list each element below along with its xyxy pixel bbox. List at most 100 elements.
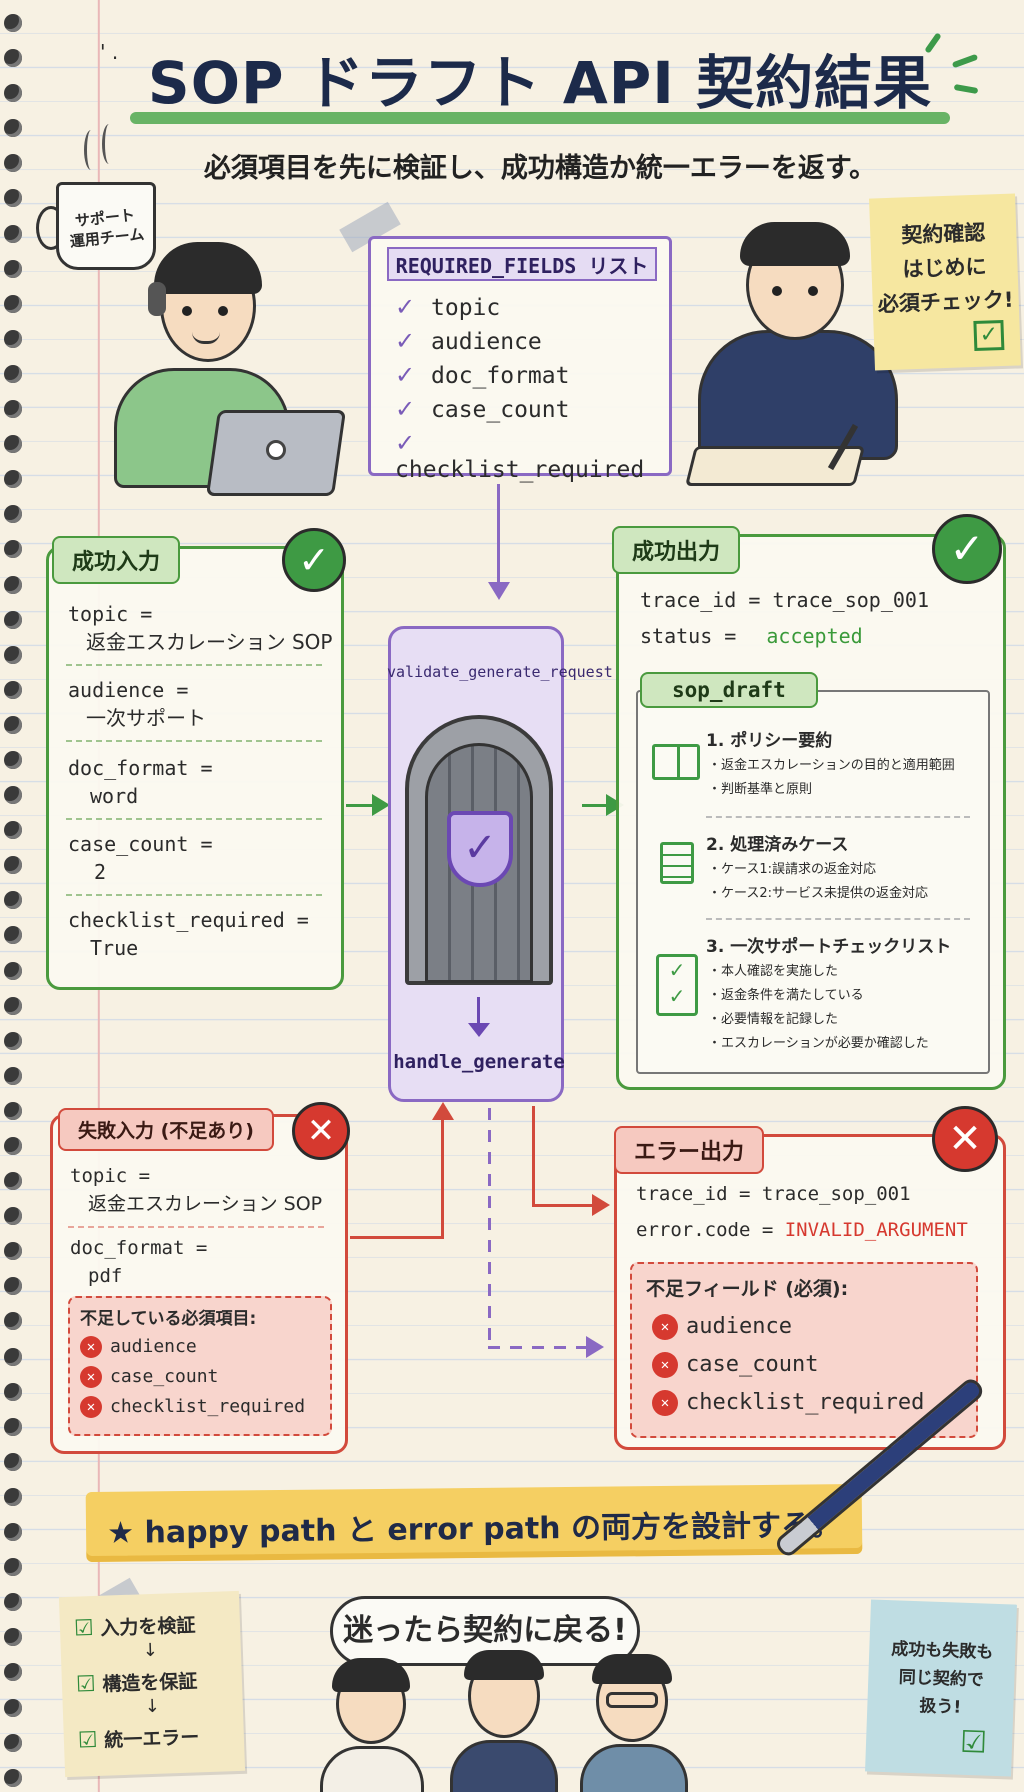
checkbox-icon: ☑ — [75, 1671, 97, 1698]
binding-hole — [4, 119, 22, 138]
x-icon: ✕ — [652, 1314, 678, 1340]
arrow-head — [468, 1023, 490, 1037]
success-output-label: 成功出力 — [612, 526, 741, 574]
binding-hole — [4, 750, 22, 769]
title-underline — [130, 112, 950, 124]
binding-hole — [4, 470, 22, 489]
error-missing-box — [630, 1262, 978, 1438]
binding-hole — [4, 1207, 22, 1226]
success-field-checklist: checklist_required = True — [68, 908, 309, 960]
check-icon: ✓ — [395, 395, 416, 423]
success-field-topic: topic = 返金エスカレーション SOP — [68, 602, 333, 654]
binding-hole — [4, 224, 22, 243]
binding-hole — [4, 294, 22, 313]
clipboard-check-icon: ✓✓ — [656, 954, 698, 1016]
validator-bottom-label: handle_generate — [393, 1051, 565, 1073]
success-trace-id: trace_id = trace_sop_001 — [640, 588, 929, 612]
error-missing-item: ✕audience — [652, 1314, 792, 1340]
failure-missing-box — [68, 1296, 332, 1436]
sop-section-bullet: ・ケース1:誤請求の返金対応 — [708, 862, 877, 877]
checkbox-icon: ☑ — [73, 1616, 95, 1642]
binding-hole — [4, 1172, 22, 1191]
error-missing-title: 不足フィールド (必須): — [646, 1278, 849, 1300]
arrow-head — [586, 1336, 604, 1358]
binding-hole — [4, 1487, 22, 1506]
headset-icon — [148, 282, 166, 316]
binding-hole — [4, 1417, 22, 1436]
sop-section-title: 3. 一次サポートチェックリスト — [706, 937, 952, 957]
binding-hole — [4, 786, 22, 805]
success-input-label: 成功入力 — [52, 536, 181, 584]
error-missing-item: ✕case_count — [652, 1352, 818, 1378]
success-check-icon: ✓ — [932, 514, 1002, 584]
happy-error-path-banner: ★ happy path と error path の両方を設計する。 — [85, 1483, 863, 1563]
flow-arrow — [532, 1204, 594, 1207]
status-value: accepted — [766, 624, 863, 648]
binding-hole — [4, 1733, 22, 1752]
binding-hole — [4, 1066, 22, 1085]
down-arrow-icon: ↓ — [144, 1695, 161, 1718]
failure-missing-item: ✕case_count — [80, 1366, 218, 1388]
error-code-value: INVALID_ARGUMENT — [784, 1219, 968, 1241]
failure-missing-title: 不足している必須項目: — [80, 1309, 257, 1329]
flow-arrow — [497, 484, 500, 584]
binding-hole — [4, 1031, 22, 1050]
binding-hole — [4, 891, 22, 910]
error-output-label: エラー出力 — [614, 1126, 765, 1174]
sop-section-bullet: ・返金条件を満たしている — [708, 988, 864, 1003]
sop-section-bullet: ・返金エスカレーションの目的と適用範囲 — [708, 758, 955, 773]
binding-hole — [4, 645, 22, 664]
flow-arrow — [350, 1236, 444, 1239]
check-icon: ✓ — [395, 429, 416, 457]
binding-hole — [4, 715, 22, 734]
binding-hole — [4, 1768, 22, 1787]
x-icon: ✕ — [80, 1336, 102, 1358]
required-field-item: ✓audience — [395, 327, 542, 355]
binding-hole — [4, 575, 22, 594]
sticky-note-steps: ☑ 入力を検証 ↓ ☑ 構造を保証 ↓ ☑ 統一エラー — [58, 1590, 246, 1778]
document-icon — [660, 842, 694, 884]
flow-arrow — [346, 804, 374, 807]
binding-hole — [4, 435, 22, 454]
binding-hole — [4, 1593, 22, 1612]
binding-hole — [4, 926, 22, 945]
flow-arrow — [441, 1118, 444, 1239]
sop-section-bullet: ・必要情報を記録した — [708, 1012, 839, 1027]
checkbox-icon: ☑ — [959, 1724, 988, 1761]
check-icon: ✓ — [395, 293, 416, 321]
success-check-icon: ✓ — [282, 528, 346, 592]
binding-hole — [4, 961, 22, 980]
required-fields-card: REQUIRED_FIELDS リスト ✓topic ✓audience ✓do… — [368, 236, 672, 483]
arrow-head — [592, 1194, 610, 1216]
binding-hole — [4, 680, 22, 699]
failure-field-doc-format: doc_format = pdf — [70, 1237, 208, 1287]
sop-section-bullet: ・エスカレーションが必要か確認した — [708, 1036, 929, 1051]
sop-draft-label: sop_draft — [640, 672, 818, 708]
validator-top-label: validate_generate_request — [387, 663, 613, 681]
flow-arrow-dashed — [488, 1108, 491, 1348]
binding-hole — [4, 400, 22, 419]
required-field-item: ✓doc_format — [395, 361, 570, 389]
sop-section-title: 2. 処理済みケース — [706, 835, 849, 855]
success-input-panel — [46, 546, 344, 990]
sop-section-bullet: ・ケース2:サービス未提供の返金対応 — [708, 886, 929, 901]
required-fields-title: REQUIRED_FIELDS リスト — [387, 247, 657, 281]
check-icon: ✓ — [395, 327, 416, 355]
reviewer-illustration — [685, 210, 920, 500]
binding-hole — [4, 1558, 22, 1577]
binding-hole — [4, 1137, 22, 1155]
arrow-head — [372, 794, 390, 816]
binding-hole — [4, 1663, 22, 1682]
failure-field-topic: topic = 返金エスカレーション SOP — [70, 1165, 323, 1215]
flow-arrow — [582, 804, 608, 807]
binding-hole — [4, 1277, 22, 1296]
flow-arrow — [477, 997, 480, 1025]
binding-hole — [4, 540, 22, 559]
book-icon — [652, 744, 700, 780]
success-field-audience: audience = 一次サポート — [68, 678, 206, 730]
error-x-icon: ✕ — [292, 1102, 350, 1160]
binding-hole — [4, 329, 22, 348]
success-field-doc-format: doc_format = word — [68, 756, 213, 808]
binding-hole — [4, 1242, 22, 1261]
validator-gate: validate_generate_request ✓ handle_gener… — [387, 626, 613, 1102]
